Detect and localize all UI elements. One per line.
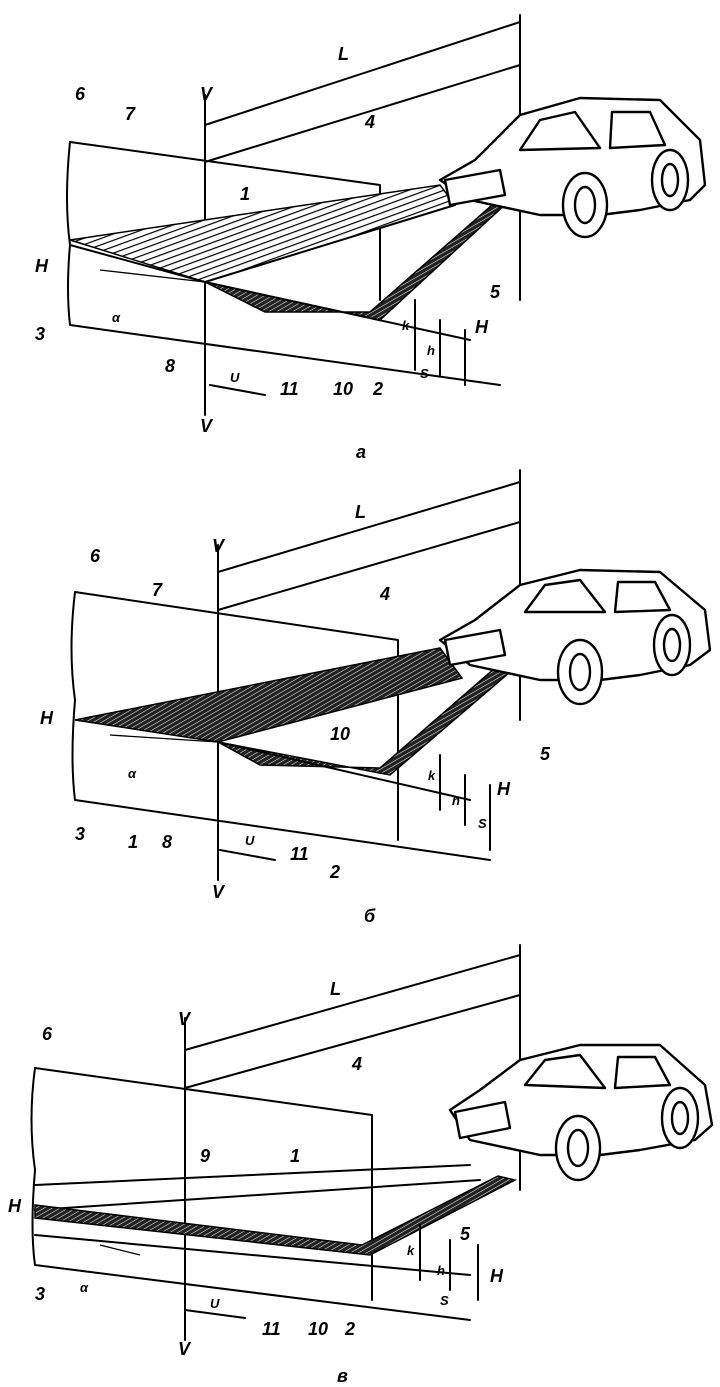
label-h-right-a: H [475,317,489,337]
car-a [438,96,707,239]
label-2-a: 2 [372,379,383,399]
label-4-a: 4 [364,112,375,132]
label-2-c: 2 [344,1319,355,1339]
label-v-bottom-b: V [212,882,226,902]
dim-u [209,384,266,396]
label-h-right-b: H [497,779,511,799]
beam-upper [34,1164,471,1186]
beam-axis [204,204,456,283]
label-l-a: L [338,44,349,64]
label-9-c: 9 [200,1146,210,1166]
dim-l [184,954,521,1051]
label-k-a: k [402,318,410,333]
label-v-bottom-c: V [178,1339,192,1359]
label-8-a: 8 [165,356,175,376]
label-6-b: 6 [90,546,101,566]
label-10-b: 10 [330,724,350,744]
beam-pattern [69,184,457,283]
h-line-right [204,281,471,341]
screen-outline [74,591,399,841]
label-4-b: 4 [379,584,390,604]
label-h-left-b: H [40,708,54,728]
dim-u [184,1309,246,1319]
label-7-b: 7 [152,580,163,600]
label-h-b: h [452,793,460,808]
h-line-right [217,741,471,801]
label-u-a: U [230,370,240,385]
label-u-b: U [245,833,255,848]
dim-4 [217,521,521,611]
label-h-a: h [427,343,435,358]
label-11-c: 11 [262,1319,281,1339]
label-3-c: 3 [35,1284,45,1304]
label-h-left-c: H [8,1196,22,1216]
label-v-top-a: V [200,84,214,104]
dim-l [217,481,521,573]
beam-lower [34,1179,481,1211]
label-4-c: 4 [351,1054,362,1074]
screen-outline [34,1067,373,1301]
label-3-a: 3 [35,324,45,344]
label-2-b: 2 [329,862,340,882]
alpha-line [99,1244,141,1256]
label-11-a: 11 [280,379,299,399]
caption-a: а [356,442,366,462]
label-s-c: S [440,1293,449,1308]
label-1-a: 1 [240,184,250,204]
label-10-a: 10 [333,379,353,399]
panel-b: L V V H H 4 6 7 10 5 3 1 8 11 2 α U k h … [40,469,712,926]
label-1-b: 1 [128,832,138,852]
label-l-c: L [330,979,341,999]
label-h-left-a: H [35,256,49,276]
dim-4 [204,64,521,163]
label-l-b: L [355,502,366,522]
label-8-b: 8 [162,832,172,852]
dim-4 [184,994,521,1089]
h-line-right [34,1234,471,1276]
label-v-top-b: V [212,536,226,556]
car-b [438,568,712,706]
screen-edge [30,1067,471,1321]
panel-a: L V V H H 4 1 6 7 5 3 8 11 10 2 α U k h … [35,14,707,462]
label-1-c: 1 [290,1146,300,1166]
h-line [69,244,206,283]
caption-b: б [364,906,376,926]
label-h-c: h [437,1263,445,1278]
screen-outline [69,141,381,301]
label-alpha-c: α [80,1280,89,1295]
car-c [448,1043,714,1182]
dim-u [219,849,276,861]
floor-band [34,1175,518,1256]
label-5-c: 5 [460,1224,471,1244]
dim-l [204,21,521,126]
label-6-a: 6 [75,84,86,104]
label-v-bottom-a: V [200,416,214,436]
alpha-line [109,734,219,743]
caption-c: в [337,1366,348,1386]
label-s-a: S [420,366,429,381]
label-7-a: 7 [125,104,136,124]
panel-c: L V V H H 4 6 9 1 5 3 11 10 2 α U k h S … [8,944,714,1386]
label-h-right-c: H [490,1266,504,1286]
label-s-b: S [478,816,487,831]
label-u-c: U [210,1296,220,1311]
label-k-c: k [407,1243,415,1258]
label-5-b: 5 [540,744,551,764]
label-alpha-a: α [112,310,121,325]
screen-edge [70,591,491,861]
alpha-line [99,269,206,283]
label-10-c: 10 [308,1319,328,1339]
label-k-b: k [428,768,436,783]
label-3-b: 3 [75,824,85,844]
label-11-b: 11 [290,844,309,864]
label-5-a: 5 [490,282,501,302]
label-6-c: 6 [42,1024,53,1044]
beam-pattern [74,647,464,743]
label-v-top-c: V [178,1009,192,1029]
label-alpha-b: α [128,766,137,781]
